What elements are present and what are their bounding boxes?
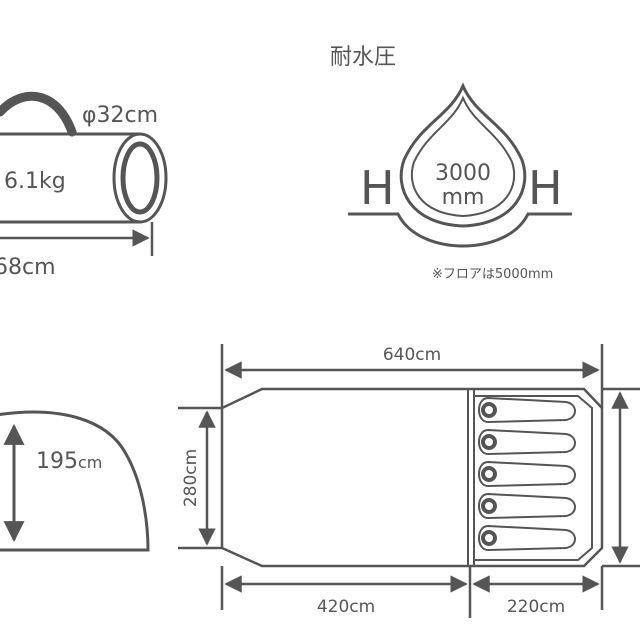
bag-length-label: 68cm xyxy=(0,255,56,280)
bedroom-length-label: 220cm xyxy=(507,597,565,617)
bag-diameter-label: φ32cm xyxy=(82,103,158,128)
bedroom-floor-outline xyxy=(474,395,593,561)
water-drop-outer xyxy=(399,82,527,228)
living-length-label: 420cm xyxy=(317,597,375,617)
waterproof-unit: mm xyxy=(442,185,485,210)
floor-waterproof-note: ※フロアは5000mm xyxy=(432,267,553,282)
sleeping-bag xyxy=(478,428,576,456)
sleeping-bags xyxy=(478,396,576,552)
sleeping-bag xyxy=(478,460,576,488)
bag-body xyxy=(0,132,140,224)
bag-weight-label: 6.1kg xyxy=(4,169,66,194)
total-length-label: 640cm xyxy=(383,345,441,365)
waterproof-panel: 耐水圧 H H 3000 mm ※フロアは5000mm xyxy=(330,45,572,282)
bag-handle xyxy=(0,91,77,137)
waterproof-value: 3000 xyxy=(435,161,491,186)
storage-bag: φ32cm 6.1kg 68cm xyxy=(0,91,168,280)
bag-end-inner xyxy=(120,141,160,215)
outer-width-label: 300cm xyxy=(635,449,640,507)
inner-width-label: 280cm xyxy=(181,449,201,507)
height-value: 195 xyxy=(36,449,78,474)
height-label: 195cm xyxy=(36,449,102,474)
tent-dome-outline xyxy=(0,410,150,552)
h-right-label: H xyxy=(528,161,563,215)
waterproof-title: 耐水圧 xyxy=(330,45,396,70)
waterproof-base-line xyxy=(348,212,572,248)
h-left-label: H xyxy=(360,161,395,215)
sleeping-bag xyxy=(478,396,576,424)
sleeping-bag xyxy=(478,524,576,552)
side-view: 195cm xyxy=(0,410,150,552)
height-unit: cm xyxy=(78,453,102,472)
sleeping-bag xyxy=(478,492,576,520)
floor-plan: 640cm 280cm xyxy=(178,344,640,618)
water-drop-inner xyxy=(410,95,516,218)
